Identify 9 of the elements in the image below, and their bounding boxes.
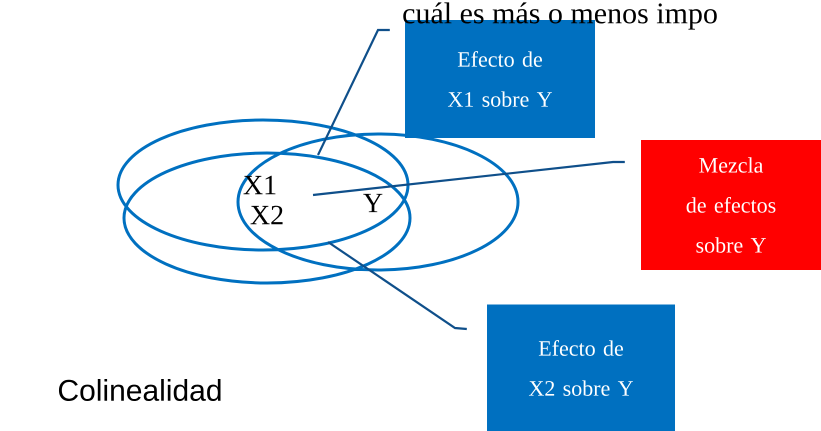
- set-label: X1: [244, 176, 276, 194]
- leader-line: [327, 241, 467, 330]
- leader-line: [312, 160, 625, 196]
- leader-line: [317, 28, 390, 156]
- text-box: Efecto de X2 sobre Y: [487, 304, 675, 431]
- text-box: Mezcla de efectos sobre Y: [641, 140, 821, 270]
- set-label: X2: [250, 206, 283, 224]
- title-text: Colinealidad: [58, 378, 221, 402]
- set-label: Y: [363, 194, 382, 212]
